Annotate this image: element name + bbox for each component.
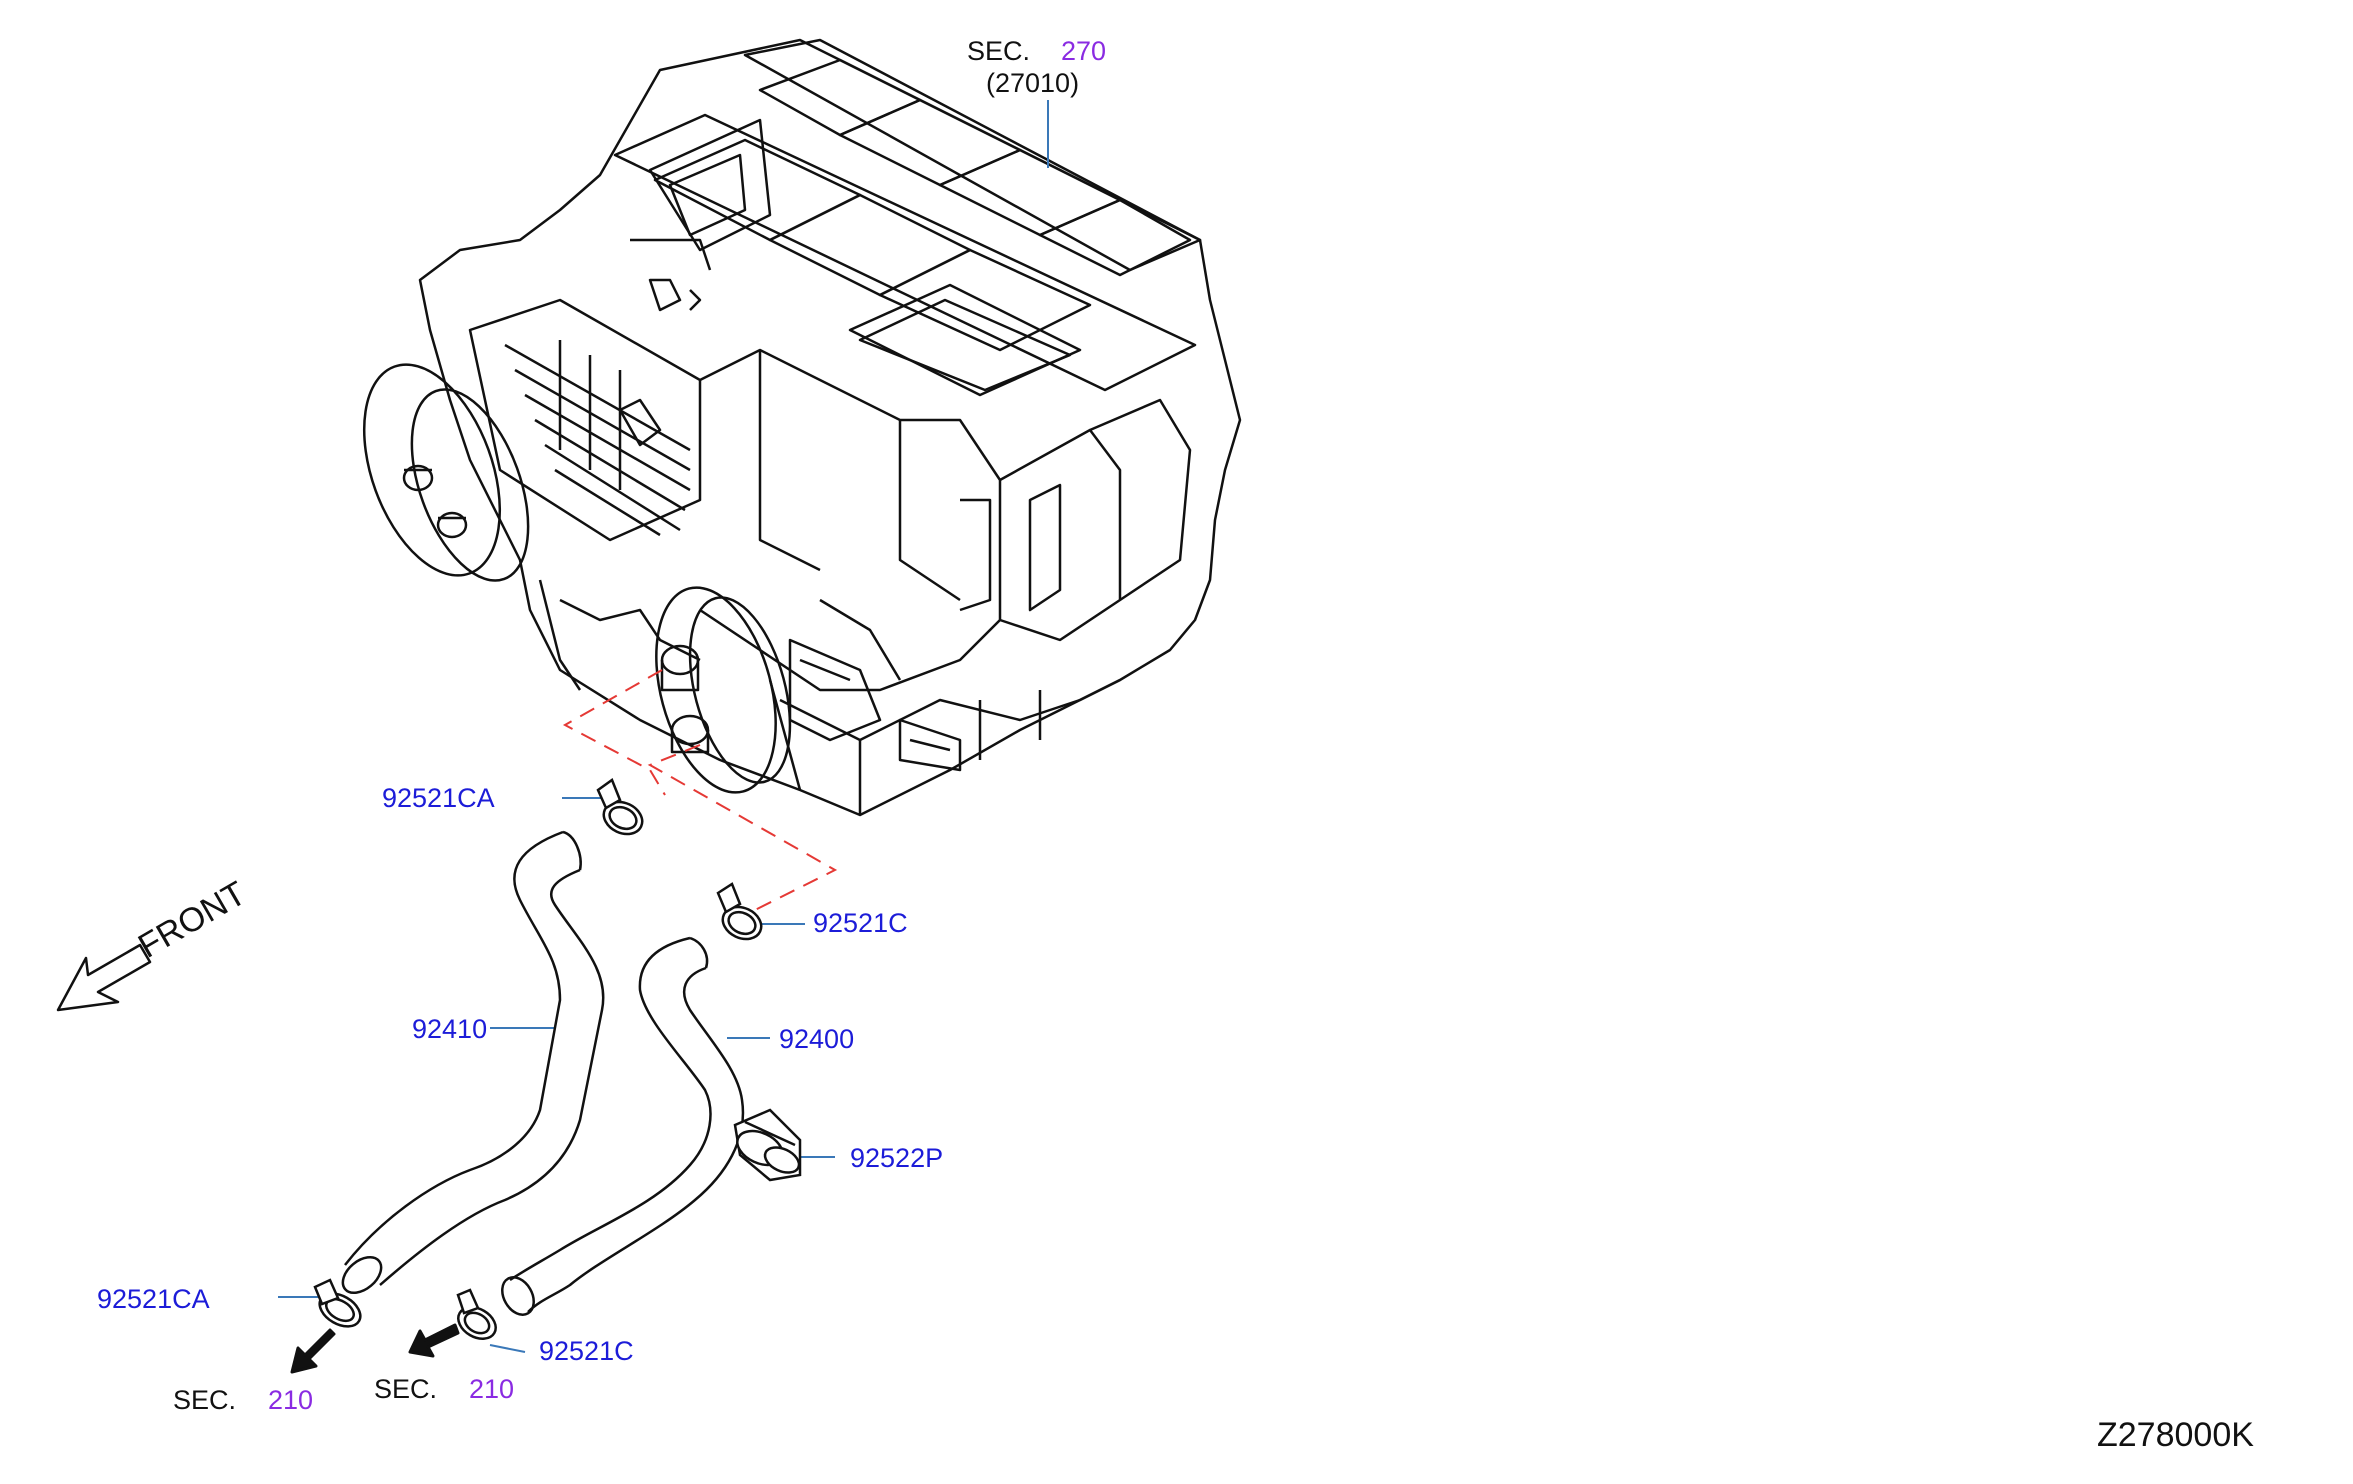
section-210-mid-prefix: SEC. <box>374 1374 438 1404</box>
section-210-mid-number[interactable]: 210 <box>469 1374 515 1404</box>
part-label-92400[interactable]: 92400 <box>779 1024 855 1054</box>
part-label-92522p[interactable]: 92522P <box>850 1143 944 1173</box>
front-direction-arrow-icon <box>56 943 152 1012</box>
heater-hose-92410[interactable] <box>336 830 605 1300</box>
figure-code: Z278000K <box>2097 1416 2254 1454</box>
part-label-92521c-upper[interactable]: 92521C <box>813 908 908 938</box>
section-270-number[interactable]: 270 <box>1061 36 1107 66</box>
arrow-to-sec-210-left-icon <box>290 1328 336 1374</box>
part-label-92410[interactable]: 92410 <box>412 1014 488 1044</box>
part-label-92521ca-lower[interactable]: 92521CA <box>97 1284 210 1314</box>
section-210-left-prefix: SEC. <box>173 1385 237 1415</box>
section-210-left-number[interactable]: 210 <box>268 1385 314 1415</box>
section-270-prefix: SEC. <box>967 36 1031 66</box>
hose-clamp-92521ca-upper[interactable] <box>596 778 647 840</box>
part-label-92521c-lower[interactable]: 92521C <box>539 1336 634 1366</box>
hose-clamp-92521c-lower[interactable] <box>453 1288 502 1345</box>
heater-unit-assembly[interactable] <box>338 38 1242 817</box>
arrow-to-sec-210-mid-icon <box>408 1323 460 1358</box>
hose-connection-guides <box>562 669 838 916</box>
hose-clamp-92521c-upper[interactable] <box>716 882 767 945</box>
hose-clip-92522p[interactable] <box>732 1108 803 1182</box>
hose-clamp-92521ca-lower[interactable] <box>313 1278 366 1333</box>
part-label-92521ca-upper[interactable]: 92521CA <box>382 783 495 813</box>
leader-lines <box>278 100 1049 1353</box>
section-270-part-number: (27010) <box>986 68 1080 98</box>
heater-hose-92400[interactable] <box>496 936 745 1320</box>
